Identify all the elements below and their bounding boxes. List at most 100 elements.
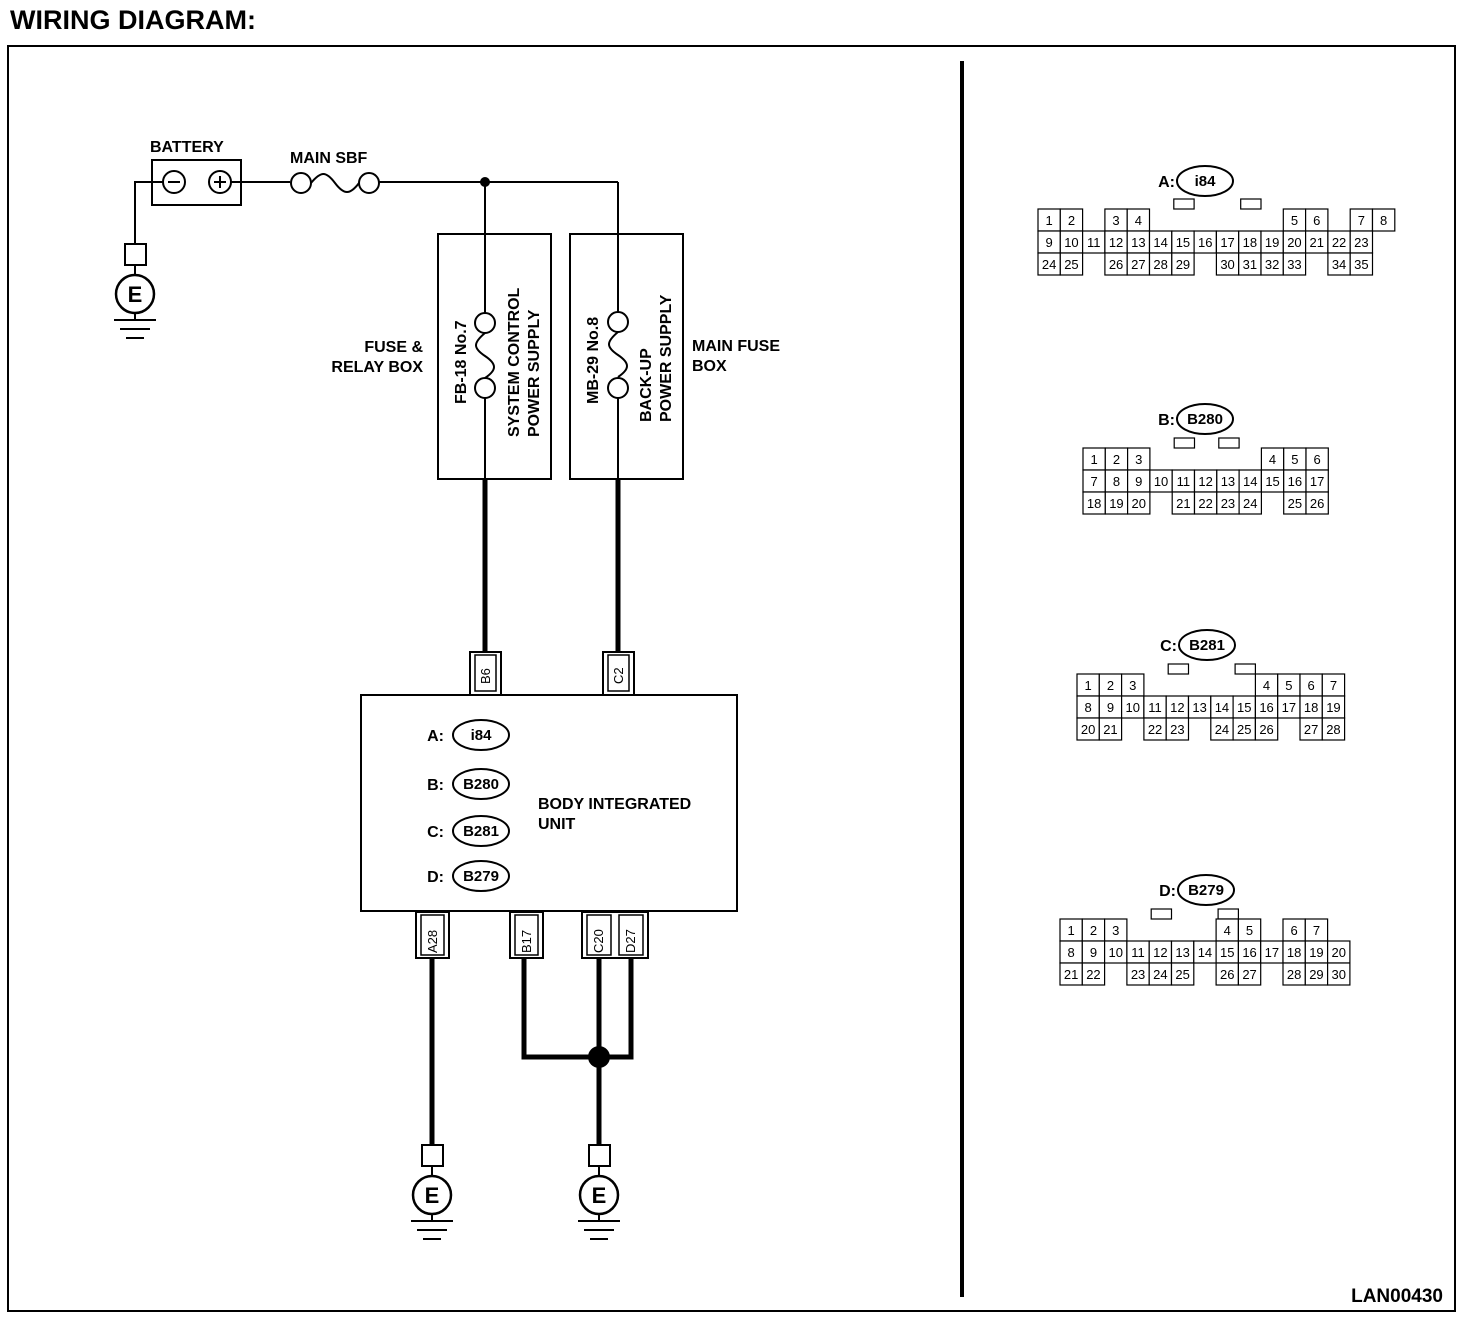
- pin-cell: [1171, 252, 1195, 276]
- pin-number: 26: [1310, 496, 1324, 511]
- pin-number: 23: [1354, 235, 1368, 250]
- pin-cell: [1282, 252, 1307, 276]
- terminal-label: B6: [478, 668, 493, 684]
- battery: BATTERY: [150, 139, 242, 206]
- pin-number: 8: [1380, 213, 1387, 228]
- pin-number: 11: [1148, 700, 1162, 715]
- terminal-label: A28: [425, 930, 440, 953]
- pin-number: 17: [1310, 474, 1324, 489]
- wire-b17-d27: [521, 958, 634, 1060]
- connector-letter: A:: [1158, 174, 1175, 191]
- pin-number: 7: [1091, 474, 1098, 489]
- fuse-id: MB-29 No.8: [585, 317, 602, 404]
- pin-number: 14: [1153, 235, 1167, 250]
- connector-key: [1234, 663, 1256, 675]
- pin-number: 22: [1086, 967, 1100, 982]
- connector-id-badge: [1177, 874, 1235, 906]
- pin-number: 16: [1242, 945, 1256, 960]
- pin-number: 27: [1242, 967, 1256, 982]
- pin-number: 4: [1263, 678, 1270, 693]
- diagram-frame: [7, 45, 1456, 1312]
- pin-number: 19: [1326, 700, 1340, 715]
- pin-number: 29: [1309, 967, 1323, 982]
- pin-number: 3: [1135, 452, 1142, 467]
- pin-number: 2: [1107, 678, 1114, 693]
- connector-id-badge: [452, 860, 510, 892]
- pin-number: 13: [1192, 700, 1206, 715]
- pin-number: 21: [1310, 235, 1324, 250]
- connector-id-badge: [1178, 629, 1236, 661]
- pin-cell: [1237, 962, 1262, 986]
- connector-key: [1218, 437, 1240, 449]
- pin-number: 22: [1332, 235, 1346, 250]
- pin-number: 14: [1198, 945, 1212, 960]
- pin-cell: [1321, 717, 1346, 741]
- pin-number: 20: [1132, 496, 1146, 511]
- pin-cell: [1059, 252, 1084, 276]
- pin-number: 27: [1131, 257, 1145, 272]
- main-fuse-box-label-line1: MAIN FUSE: [692, 338, 780, 355]
- connector-key: [1173, 198, 1195, 210]
- pin-number: 9: [1090, 945, 1097, 960]
- pin-number: 25: [1288, 496, 1302, 511]
- pin-number: 22: [1148, 722, 1162, 737]
- pin-number: 6: [1314, 452, 1321, 467]
- connector-id-badge: [1176, 165, 1234, 197]
- pin-number: 30: [1220, 257, 1234, 272]
- pin-number: 11: [1177, 474, 1191, 489]
- pin-number: 3: [1112, 213, 1119, 228]
- connector-key: [1167, 663, 1190, 675]
- pin-cell: [1126, 491, 1151, 515]
- pin-number: 29: [1176, 257, 1190, 272]
- pin-number: 21: [1064, 967, 1078, 982]
- terminal-b6: B6: [469, 651, 502, 696]
- connector-id: i84: [1195, 173, 1217, 190]
- connector-key: [1173, 437, 1196, 449]
- page-title: WIRING DIAGRAM:: [10, 5, 256, 35]
- pin-number: 28: [1326, 722, 1340, 737]
- fuse-relay-box-label-line2: RELAY BOX: [331, 359, 423, 376]
- bcm-connector-b280: B:B280: [427, 768, 510, 800]
- fuse-function-line2: POWER SUPPLY: [526, 309, 543, 437]
- pin-number: 6: [1291, 923, 1298, 938]
- connector-id: B281: [1189, 637, 1225, 654]
- pin-number: 22: [1198, 496, 1212, 511]
- pin-cell: [1081, 962, 1106, 986]
- connector-id-badge: [1176, 403, 1234, 435]
- pin-cell: [1170, 962, 1195, 986]
- pin-cell: [1238, 491, 1262, 515]
- pin-number: 18: [1087, 496, 1101, 511]
- pin-cell: [1371, 208, 1396, 232]
- pin-number: 19: [1309, 945, 1323, 960]
- connector-key: [1150, 908, 1173, 920]
- fuse-function-line1: BACK-UP: [638, 348, 655, 422]
- connector-id: B279: [463, 868, 499, 885]
- pin-number: 20: [1287, 235, 1301, 250]
- pin-number: 3: [1112, 923, 1119, 938]
- pin-number: 23: [1170, 722, 1184, 737]
- pin-number: 24: [1153, 967, 1167, 982]
- pin-number: 31: [1243, 257, 1257, 272]
- terminal-c20-d27: C20 D27: [581, 911, 649, 959]
- battery-label: BATTERY: [150, 139, 224, 156]
- pin-cell: [1165, 717, 1190, 741]
- pin-number: 28: [1287, 967, 1301, 982]
- pin-number: 7: [1330, 678, 1337, 693]
- bcm-connector-i84: A:i84: [427, 719, 510, 751]
- terminal-label: D27: [623, 929, 638, 953]
- pin-number: 5: [1285, 678, 1292, 693]
- connector-id-badge: [452, 768, 510, 800]
- pin-number: 15: [1176, 235, 1190, 250]
- pin-number: 9: [1046, 235, 1053, 250]
- main-fuse-box-label-line2: BOX: [692, 358, 727, 375]
- pin-number: 10: [1154, 474, 1168, 489]
- pin-number: 6: [1308, 678, 1315, 693]
- connector-letter: A:: [427, 728, 444, 745]
- pin-number: 32: [1265, 257, 1279, 272]
- pin-number: 19: [1109, 496, 1123, 511]
- pin-number: 8: [1113, 474, 1120, 489]
- pin-number: 18: [1243, 235, 1257, 250]
